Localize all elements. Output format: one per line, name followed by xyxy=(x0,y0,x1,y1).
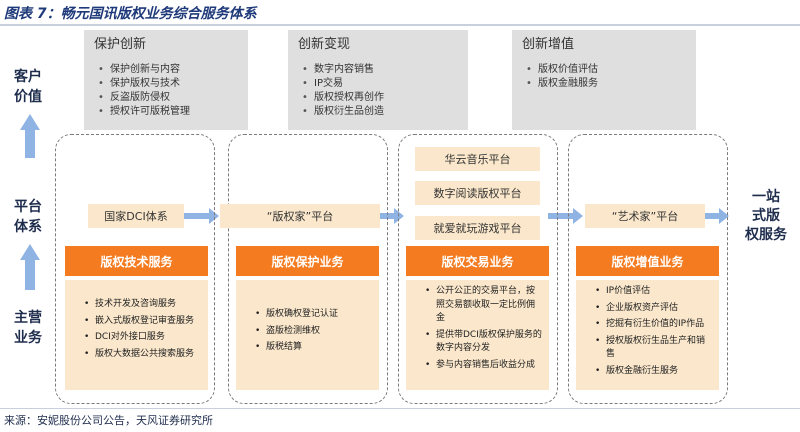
group-trade xyxy=(398,134,558,404)
value-box-title: 创新增值 xyxy=(522,37,575,52)
value-box-list: 版权价值评估 版权金融服务 xyxy=(522,63,686,91)
list-item: 盗版检测维权 xyxy=(255,325,373,339)
platform-game: 就爱就玩游戏平台 xyxy=(415,216,540,240)
title-divider xyxy=(0,24,800,26)
service-list: IP价值评估 企业版权资产评估 挖掘有衍生价值的IP作品 授权版权衍生品生产和销… xyxy=(582,285,713,378)
list-item: IP交易 xyxy=(302,77,458,91)
platform-yishujia: “艺术家”平台 xyxy=(585,204,705,228)
service-list: 公开公正的交易平台，按照交易额收取一定比例佣金 提供带DCI版权保护服务的数字内… xyxy=(412,285,543,372)
list-item: 挖掘有衍生价值的IP作品 xyxy=(595,318,713,332)
row-label-line: 体系 xyxy=(14,219,42,235)
list-item: 反盗版防侵权 xyxy=(98,91,238,105)
outcome-label: 一站 式版 权服务 xyxy=(740,188,792,245)
service-body-tech: 技术开发及咨询服务 嵌入式版权登记审查服务 DCI对外接口服务 版权大数据公共搜… xyxy=(65,280,208,390)
list-item: 版权大数据公共搜索服务 xyxy=(84,348,202,362)
row-label-line: 价值 xyxy=(14,89,42,105)
list-item: 版权衍生品创造 xyxy=(302,105,458,119)
platform-huayun-music: 华云音乐平台 xyxy=(415,147,540,171)
row-label-line: 客户 xyxy=(14,69,42,85)
service-body-protect: 版权确权登记认证 盗版检测维权 版税结算 xyxy=(236,280,379,390)
service-head-value-add: 版权增值业务 xyxy=(576,246,719,276)
platform-digital-reading: 数字阅读版权平台 xyxy=(415,181,540,205)
value-box-protect: 保护创新 保护创新与内容 保护版权与技术 反盗版防侵权 授权许可版税管理 xyxy=(84,30,248,130)
value-box-list: 数字内容销售 IP交易 版权授权再创作 版权衍生品创造 xyxy=(298,63,458,119)
value-box-list: 保护创新与内容 保护版权与技术 反盗版防侵权 授权许可版税管理 xyxy=(94,63,238,119)
row-label-line: 业务 xyxy=(14,330,42,346)
service-body-trade: 公开公正的交易平台，按照交易额收取一定比例佣金 提供带DCI版权保护服务的数字内… xyxy=(406,280,549,390)
outcome-line: 一站 xyxy=(752,189,780,205)
service-body-value-add: IP价值评估 企业版权资产评估 挖掘有衍生价值的IP作品 授权版权衍生品生产和销… xyxy=(576,280,719,390)
service-head-tech: 版权技术服务 xyxy=(65,246,208,276)
source-note: 来源：安妮股份公司公告，天风证券研究所 xyxy=(4,414,213,427)
group-protect xyxy=(228,134,388,404)
list-item: 版权金融服务 xyxy=(526,77,686,91)
list-item: 版权价值评估 xyxy=(526,63,686,77)
group-tech xyxy=(55,134,215,404)
list-item: 企业版权资产评估 xyxy=(595,302,713,316)
list-item: 技术开发及咨询服务 xyxy=(84,298,202,312)
list-item: 授权版权衍生品生产和销售 xyxy=(595,335,713,362)
row-label-line: 主营 xyxy=(14,310,42,326)
platform-banquanjia: “版权家”平台 xyxy=(220,204,380,228)
footer-divider xyxy=(0,408,800,409)
service-list: 技术开发及咨询服务 嵌入式版权登记审查服务 DCI对外接口服务 版权大数据公共搜… xyxy=(71,298,202,361)
list-item: 版权授权再创作 xyxy=(302,91,458,105)
value-box-title: 创新变现 xyxy=(298,37,351,52)
list-item: 保护版权与技术 xyxy=(98,77,238,91)
service-list: 版权确权登记认证 盗版检测维权 版税结算 xyxy=(242,308,373,355)
row-label-line: 平台 xyxy=(14,199,42,215)
value-box-appreciate: 创新增值 版权价值评估 版权金融服务 xyxy=(512,30,696,130)
list-item: IP价值评估 xyxy=(595,285,713,299)
platform-flow-arrows xyxy=(183,208,729,224)
row-label-customer-value: 客户 价值 xyxy=(8,67,48,107)
outcome-line: 权服务 xyxy=(745,227,787,243)
list-item: 版税结算 xyxy=(255,341,373,355)
list-item: 公开公正的交易平台，按照交易额收取一定比例佣金 xyxy=(425,285,543,326)
list-item: 数字内容销售 xyxy=(302,63,458,77)
value-box-title: 保护创新 xyxy=(94,37,147,52)
group-value-add xyxy=(568,134,728,404)
platform-dci: 国家DCI体系 xyxy=(88,204,184,228)
list-item: 嵌入式版权登记审查服务 xyxy=(84,315,202,329)
list-item: DCI对外接口服务 xyxy=(84,331,202,345)
value-box-monetize: 创新变现 数字内容销售 IP交易 版权授权再创作 版权衍生品创造 xyxy=(288,30,468,130)
list-item: 版权金融衍生服务 xyxy=(595,365,713,379)
service-head-protect: 版权保护业务 xyxy=(236,246,379,276)
row-label-platform: 平台 体系 xyxy=(8,197,48,237)
row-label-main-business: 主营 业务 xyxy=(8,308,48,348)
list-item: 提供带DCI版权保护服务的数字内容分发 xyxy=(425,329,543,356)
up-arrow-icon xyxy=(20,114,40,158)
outcome-line: 式版 xyxy=(752,208,780,224)
figure-title: 图表 7：畅元国讯版权业务综合服务体系 xyxy=(4,6,257,22)
up-arrow-icon xyxy=(20,244,40,290)
service-head-trade: 版权交易业务 xyxy=(406,246,549,276)
list-item: 授权许可版税管理 xyxy=(98,105,238,119)
list-item: 参与内容销售后收益分成 xyxy=(425,359,543,373)
list-item: 保护创新与内容 xyxy=(98,63,238,77)
list-item: 版权确权登记认证 xyxy=(255,308,373,322)
